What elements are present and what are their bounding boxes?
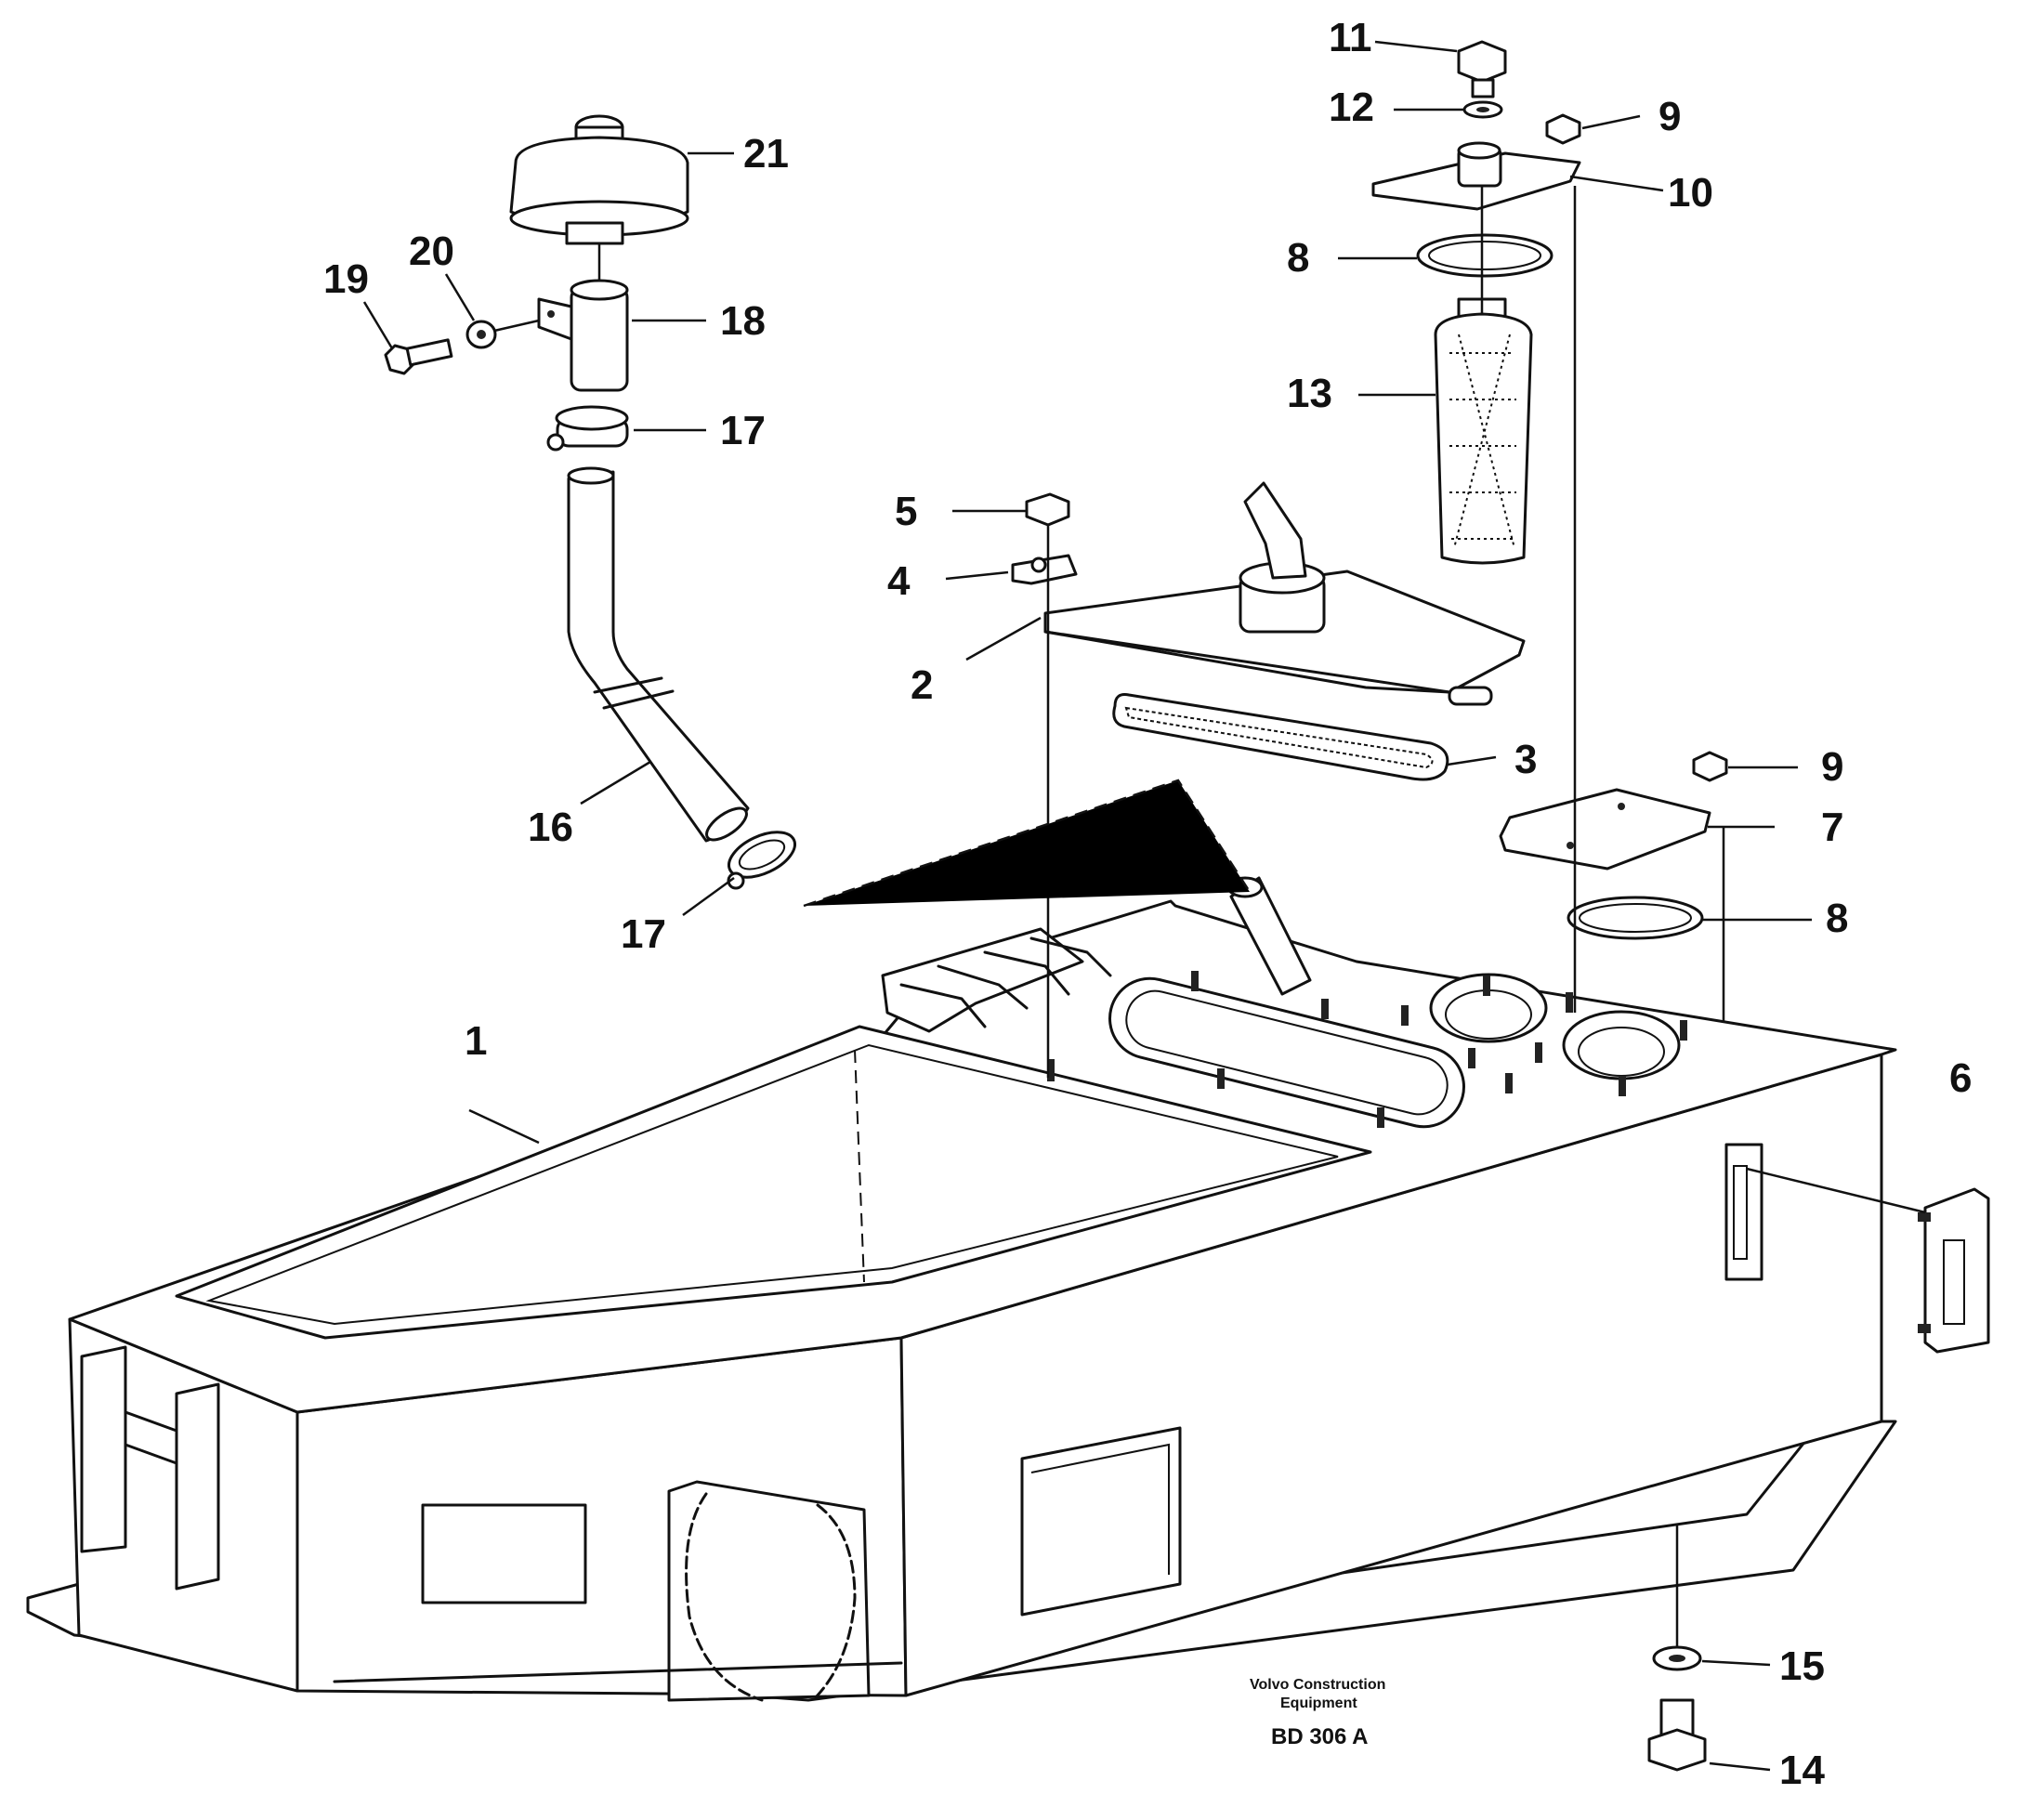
plug-and-washer	[1457, 40, 1507, 119]
callout-10: 10	[1668, 170, 1713, 216]
callout-17b: 17	[621, 911, 666, 957]
hose-routing-line	[803, 779, 1252, 908]
callout-15: 15	[1779, 1643, 1825, 1689]
breather-connector	[537, 232, 629, 392]
square-cover	[1499, 788, 1711, 871]
callout-8a: 8	[1287, 235, 1309, 281]
leader-lines	[362, 40, 1812, 1772]
drain-plug	[1647, 1524, 1707, 1772]
callout-19: 19	[323, 256, 369, 302]
o-ring-upper	[1416, 233, 1554, 278]
louvres	[899, 936, 1112, 1028]
nut-9-upper	[1545, 113, 1581, 145]
hose-clamp-lower	[727, 831, 796, 890]
callout-9a: 9	[1658, 94, 1681, 139]
manufacturer-line-2: Equipment	[1280, 1696, 1357, 1711]
callout-3: 3	[1514, 737, 1537, 782]
callout-20: 20	[409, 229, 454, 274]
callout-9b: 9	[1821, 744, 1843, 790]
breather-cap	[509, 114, 689, 245]
callout-5: 5	[895, 489, 917, 534]
callout-1: 1	[465, 1018, 487, 1064]
filter-cover-plate	[1371, 141, 1725, 1022]
filter-element	[1434, 186, 1533, 565]
oval-opening	[1108, 976, 1465, 1129]
hose-clamp-upper	[546, 405, 629, 452]
cover-plate	[1043, 481, 1526, 706]
o-ring-lower	[1567, 896, 1704, 940]
callout-8b: 8	[1826, 896, 1848, 941]
studs	[1047, 971, 1687, 1128]
callout-7: 7	[1821, 805, 1843, 850]
callout-16: 16	[528, 805, 573, 850]
callout-labels: 1 2 3 4 5 6 7 8 8 9 9 10 11 12 13 14 15 …	[323, 15, 1972, 1793]
callout-14: 14	[1779, 1748, 1825, 1793]
gasket	[1112, 693, 1449, 781]
callout-6: 6	[1949, 1055, 1972, 1101]
callout-11: 11	[1329, 15, 1372, 60]
tank-body	[26, 876, 1897, 1702]
end-frame	[80, 1345, 220, 1591]
nut-9-lower	[1692, 751, 1728, 782]
callout-13: 13	[1287, 371, 1332, 416]
manufacturer-line-1: Volvo Construction	[1250, 1677, 1385, 1693]
bolt-and-washer	[384, 319, 540, 375]
clamp-and-nut	[1011, 492, 1078, 1078]
callout-12: 12	[1329, 85, 1374, 130]
callout-4: 4	[887, 558, 911, 604]
sight-gauge	[1746, 1167, 1990, 1354]
drawing-footer: Volvo Construction Equipment BD 306 A	[1250, 1677, 1385, 1749]
callout-18: 18	[720, 298, 766, 344]
callout-2: 2	[911, 662, 933, 708]
callout-21: 21	[743, 131, 789, 177]
breather-hose	[567, 466, 750, 843]
callout-17a: 17	[720, 408, 766, 453]
drawing-code: BD 306 A	[1271, 1724, 1368, 1749]
